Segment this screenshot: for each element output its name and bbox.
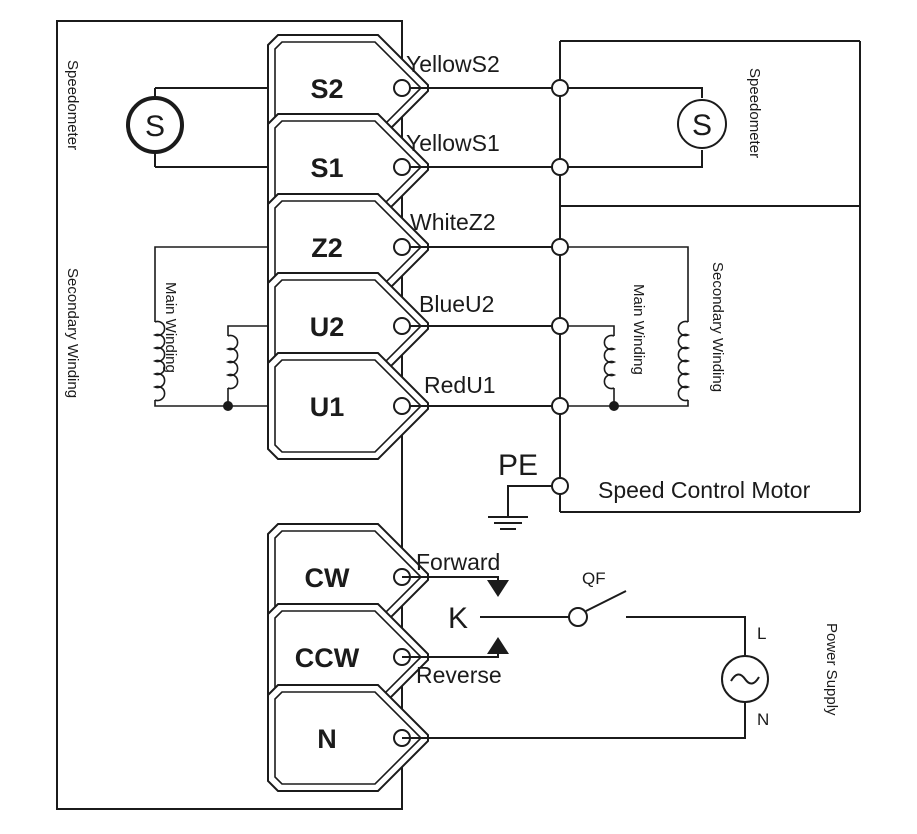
secondary-winding-right-label: Secondary Winding — [709, 262, 726, 392]
right-windings: Main Winding Secondary Winding — [560, 246, 726, 411]
terminal-u1: U1 — [267, 352, 429, 460]
terminal-n-label: N — [317, 724, 337, 754]
terminal-s2: S2 — [267, 34, 429, 142]
terminal-u2: U2 — [267, 272, 429, 380]
motor-label: Speed Control Motor — [598, 477, 811, 503]
pe-ground: PE — [488, 449, 560, 530]
wire-u1-label: RedU1 — [424, 372, 496, 398]
switch-k-label: K — [448, 602, 468, 635]
secondary-winding-left-label: Secondary Winding — [64, 268, 81, 398]
speedometer-symbol-left — [126, 96, 184, 154]
terminal-s2-label: S2 — [310, 74, 343, 104]
wire-s1-label: YellowS1 — [406, 130, 500, 156]
terminal-u1-label: U1 — [310, 392, 345, 422]
wire-s2-label: YellowS2 — [406, 51, 500, 77]
direction-switch: K Forward Reverse — [402, 549, 570, 688]
speedometer-right-label: Speedometer — [746, 68, 763, 158]
qf-label: QF — [582, 569, 606, 588]
terminal-s1-label: S1 — [310, 153, 343, 183]
right-speedometer: S Speedometer — [560, 68, 763, 168]
motor-nodes — [551, 79, 569, 495]
wires — [402, 87, 560, 407]
speedometer-symbol-left-text: S — [145, 110, 165, 143]
speedometer-symbol-right — [677, 99, 727, 149]
speedometer-left-label: Speedometer — [64, 60, 81, 150]
main-winding-left-label: Main Winding — [162, 282, 179, 373]
main-winding-right-label: Main Winding — [630, 284, 647, 375]
terminal-n: N — [267, 684, 429, 792]
wire-u2-label: BlueU2 — [419, 291, 494, 317]
terminal-cw: CW — [267, 523, 429, 631]
terminal-z2-label: Z2 — [311, 233, 343, 263]
terminal-s1: S1 — [267, 113, 429, 221]
supply-l-label: L — [757, 624, 766, 643]
power-supply-label: Power Supply — [823, 623, 840, 716]
qf-breaker: QF — [568, 569, 746, 655]
terminal-cw-label: CW — [305, 563, 350, 593]
speedometer-symbol-right-text: S — [692, 109, 712, 142]
terminal-ccw-label: CCW — [295, 643, 360, 673]
reverse-label: Reverse — [416, 662, 502, 688]
terminal-u2-label: U2 — [310, 312, 345, 342]
terminal-ccw: CCW — [267, 603, 429, 711]
power-supply: ~ L N Power Supply — [402, 623, 840, 739]
left-windings: Main Winding — [152, 246, 300, 411]
forward-label: Forward — [416, 549, 500, 575]
terminal-z2: Z2 — [267, 193, 429, 301]
wire-z2-label: WhiteZ2 — [410, 209, 496, 235]
supply-n-label: N — [757, 710, 769, 729]
pe-label: PE — [498, 449, 538, 482]
